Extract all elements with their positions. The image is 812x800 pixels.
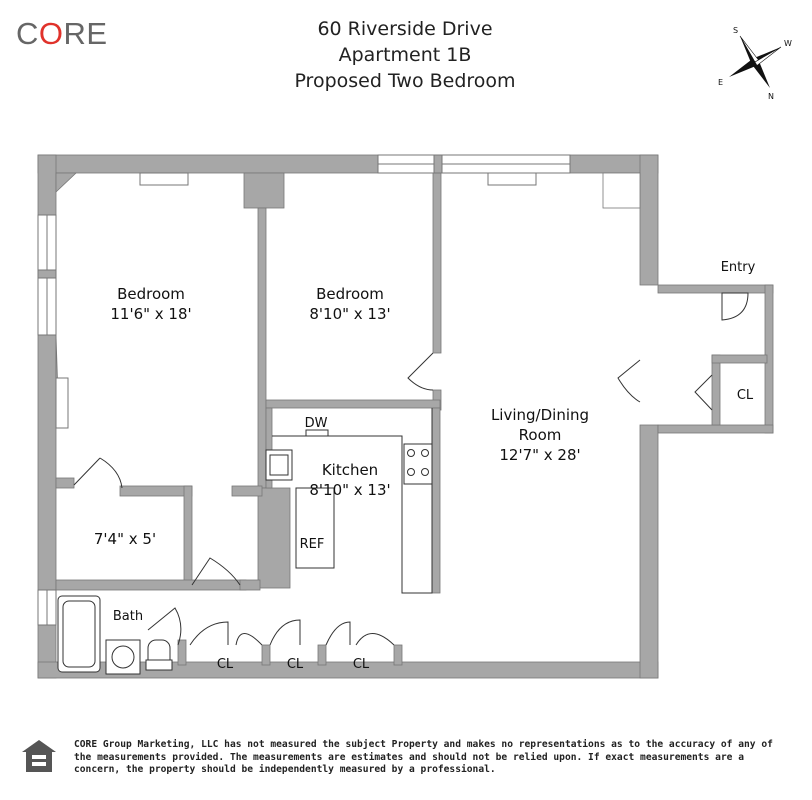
bedroom1-label: Bedroom 11'6" x 18' bbox=[96, 284, 206, 324]
listing-header: 60 Riverside Drive Apartment 1B Proposed… bbox=[260, 16, 550, 94]
kitchen-counter-outline bbox=[272, 408, 433, 594]
wall-right-lower bbox=[639, 424, 659, 679]
kitchen-name: Kitchen bbox=[321, 461, 379, 479]
wall-bedroom2-living bbox=[432, 172, 442, 354]
logo-letter-c: C bbox=[16, 16, 39, 51]
wall-closet-bottom bbox=[55, 579, 247, 591]
compass-e: E bbox=[718, 78, 723, 87]
living-name-line1: Living/Dining bbox=[490, 406, 590, 424]
wall-closet-right bbox=[183, 485, 193, 587]
door-cl2 bbox=[269, 619, 301, 646]
entry-label: Entry bbox=[720, 260, 756, 275]
wall-stub bbox=[231, 485, 263, 497]
dishwasher bbox=[305, 429, 329, 437]
wall-entry-closet-left bbox=[711, 354, 721, 426]
radiator-bedroom1 bbox=[139, 172, 189, 186]
door-bedroom2 bbox=[407, 352, 434, 391]
wall-kitchen-left bbox=[265, 407, 273, 489]
closet-label-entry: CL bbox=[736, 388, 754, 403]
bedroom2-name: Bedroom bbox=[316, 285, 384, 303]
door-cl3a bbox=[325, 621, 351, 646]
wall-closet-top-left bbox=[55, 477, 75, 489]
logo-letters-re: RE bbox=[63, 16, 108, 51]
wall-entry-closet-top bbox=[711, 354, 768, 364]
wall-bath-right bbox=[177, 639, 187, 666]
wall-kitchen-right bbox=[431, 407, 441, 594]
wall-closet-top-right bbox=[119, 485, 193, 497]
unit-line: Apartment 1B bbox=[338, 44, 472, 66]
door-bath bbox=[147, 607, 182, 646]
wall-right-upper bbox=[639, 154, 659, 286]
bedroom2-label: Bedroom 8'10" x 13' bbox=[295, 284, 405, 324]
living-label: Living/Dining Room 12'7" x 28' bbox=[480, 405, 600, 465]
door-cl1b bbox=[235, 633, 263, 646]
wall-top-left bbox=[37, 154, 379, 174]
door-living bbox=[617, 359, 641, 403]
wall-kitchen-top bbox=[265, 399, 441, 409]
equal-housing-icon bbox=[22, 740, 56, 772]
address-line: 60 Riverside Drive bbox=[317, 18, 493, 40]
core-logo: CORE bbox=[16, 16, 108, 52]
bedroom1-name: Bedroom bbox=[117, 285, 185, 303]
logo-letter-o: O bbox=[38, 16, 64, 51]
kitchen-label: Kitchen 8'10" x 13' bbox=[295, 460, 405, 500]
door-hall bbox=[191, 557, 241, 586]
living-dims: 12'7" x 28' bbox=[499, 446, 581, 464]
wall-entry-bottom bbox=[657, 424, 774, 434]
dishwasher-label: DW bbox=[304, 416, 328, 431]
column-living bbox=[602, 172, 641, 209]
compass-n: N bbox=[768, 92, 774, 101]
living-name-line2: Room bbox=[518, 426, 562, 444]
kitchen-stove bbox=[403, 443, 433, 485]
wall-entry-top bbox=[657, 284, 774, 294]
door-closet1 bbox=[73, 457, 123, 489]
disclaimer-text: CORE Group Marketing, LLC has not measur… bbox=[74, 739, 773, 775]
door-cl1a bbox=[189, 621, 229, 646]
closet-label-3: CL bbox=[352, 657, 370, 672]
column-upper bbox=[243, 172, 285, 209]
wall-cl-sep2 bbox=[317, 644, 327, 666]
compass-s: S bbox=[733, 26, 738, 35]
bath-label: Bath bbox=[112, 609, 144, 624]
refrigerator-label: REF bbox=[299, 537, 325, 552]
closet-label-2: CL bbox=[286, 657, 304, 672]
door-entry-closet bbox=[694, 374, 713, 411]
wall-bedroom-divider bbox=[257, 207, 267, 489]
description-line: Proposed Two Bedroom bbox=[294, 70, 516, 92]
compass-rose bbox=[729, 35, 782, 88]
bedroom2-dims: 8'10" x 13' bbox=[309, 305, 391, 323]
corner-fill-tl bbox=[55, 172, 78, 193]
radiator-left bbox=[55, 377, 69, 429]
closet-room-label: 7'4" x 5' bbox=[93, 530, 157, 548]
wall-cl-sep1 bbox=[261, 644, 271, 666]
closet-label-1: CL bbox=[216, 657, 234, 672]
kitchen-dims: 8'10" x 13' bbox=[309, 481, 391, 499]
bedroom1-dims: 11'6" x 18' bbox=[110, 305, 192, 323]
door-entry bbox=[721, 292, 749, 321]
door-cl3b bbox=[355, 633, 395, 646]
column-lower bbox=[257, 487, 291, 589]
radiator-living bbox=[487, 172, 537, 186]
compass-w: W bbox=[784, 39, 792, 48]
wall-cl-sep3 bbox=[393, 644, 403, 666]
kitchen-island bbox=[295, 487, 335, 569]
wall-closet-bottom-right bbox=[239, 579, 261, 591]
